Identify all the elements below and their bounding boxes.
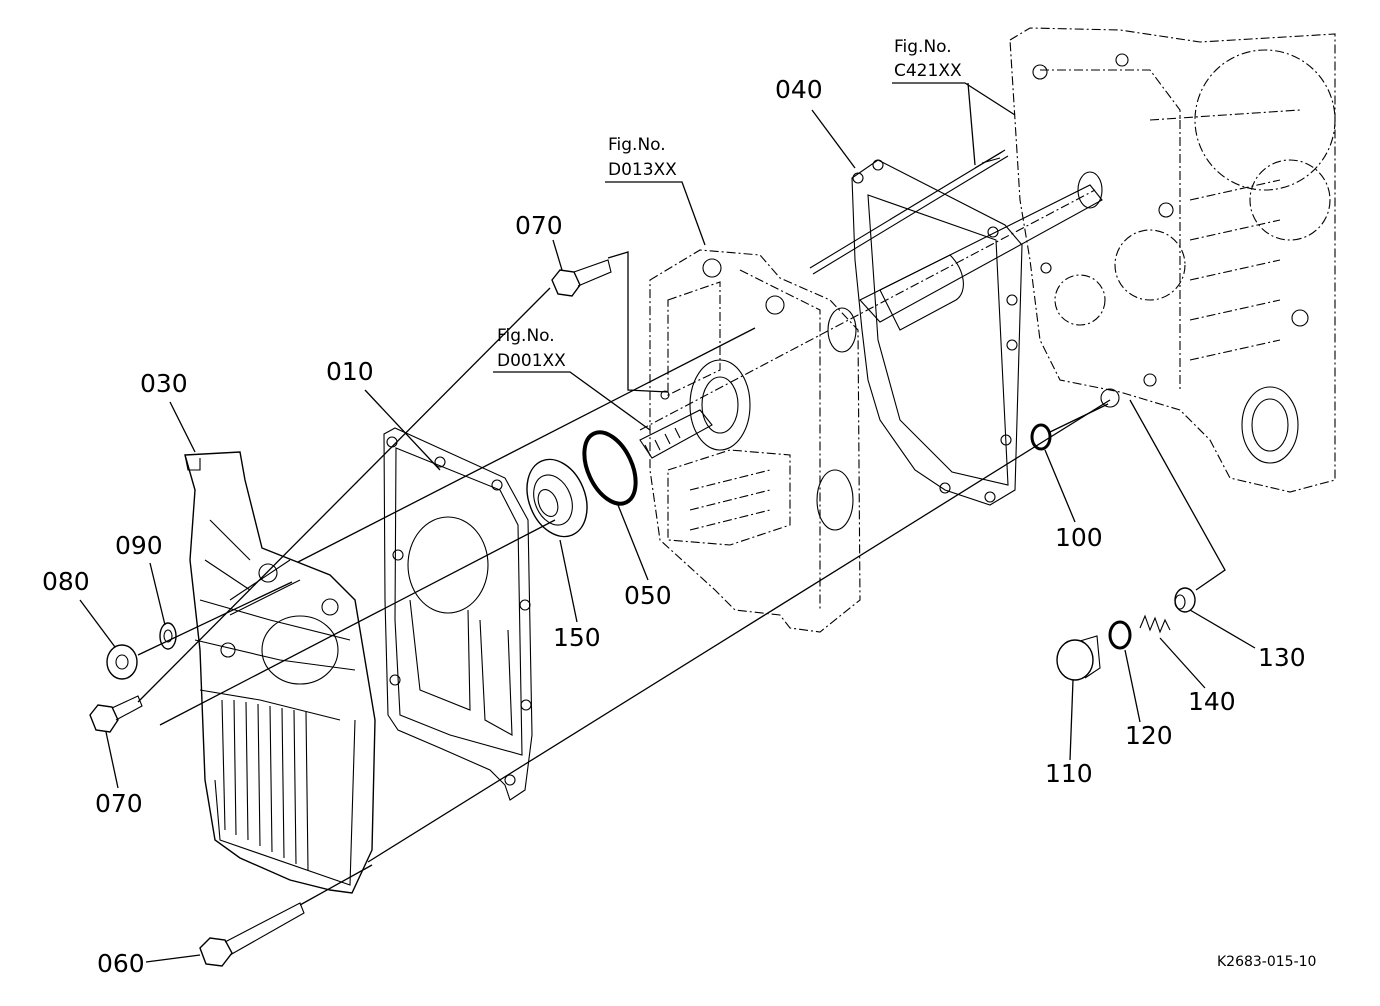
callout-080: 080: [42, 567, 116, 648]
callout-070-upper: 070: [515, 211, 563, 271]
callout-060: 060: [97, 949, 201, 978]
callout-010: 010: [326, 357, 441, 471]
callout-130: 130: [1189, 609, 1306, 672]
bolt-060: [199, 902, 305, 967]
callout-070-lower: 070: [95, 731, 143, 818]
nut-080: [106, 644, 138, 680]
cover-030: [184, 451, 376, 894]
part-number-label: 140: [1188, 687, 1236, 716]
assembly-lines: [137, 251, 1226, 906]
figref-code: D013XX: [608, 160, 677, 180]
ball-130: [1174, 587, 1196, 613]
part-number-label: 040: [775, 75, 823, 104]
figref-code: D001XX: [497, 351, 566, 371]
callout-140: 140: [1159, 637, 1236, 716]
part-number-label: 080: [42, 567, 90, 596]
callout-110: 110: [1045, 679, 1093, 788]
figref-d001xx: Fig.No. D001XX: [493, 326, 651, 431]
gasket-010: [383, 427, 533, 801]
spring-140: [1139, 614, 1171, 634]
callout-120: 120: [1124, 649, 1173, 750]
gasket-040: [851, 159, 1023, 506]
o-ring-120: [1108, 620, 1132, 650]
part-number-label: 070: [95, 789, 143, 818]
part-number-label: 030: [140, 369, 188, 398]
callout-040: 040: [775, 75, 856, 169]
part-number-label: 060: [97, 949, 145, 978]
figref-label: Fig.No.: [497, 326, 555, 346]
washer-090: [159, 622, 177, 650]
part-number-label: 110: [1045, 759, 1093, 788]
figref-label: Fig.No.: [894, 37, 952, 57]
callout-050: 050: [617, 504, 672, 610]
callout-030: 030: [140, 369, 196, 453]
callout-150: 150: [553, 539, 601, 652]
part-number-label: 100: [1055, 523, 1103, 552]
drawing-code: K2683-015-10: [1217, 954, 1316, 970]
bolt-070-upper: [551, 259, 612, 297]
rod-c421xx: [809, 149, 1009, 275]
part-number-label: 120: [1125, 721, 1173, 750]
figref-d013xx: Fig.No. D013XX: [605, 135, 706, 246]
part-number-label: 150: [553, 623, 601, 652]
part-number-label: 050: [624, 581, 672, 610]
bearing-150: [526, 458, 588, 538]
transmission-case: [1009, 27, 1336, 493]
bolt-070-lower: [89, 695, 143, 733]
plug-110: [1056, 635, 1101, 681]
part-number-label: 010: [326, 357, 374, 386]
o-ring-100: [1030, 423, 1052, 451]
callout-090: 090: [115, 531, 166, 626]
figref-code: C421XX: [894, 61, 962, 81]
housing-d013xx: [649, 249, 861, 633]
o-ring-050: [582, 430, 638, 506]
shaft-d001xx: [639, 409, 713, 459]
main-shaft: [639, 171, 1103, 431]
part-number-label: 090: [115, 531, 163, 560]
figref-label: Fig.No.: [608, 135, 666, 155]
figref-c421xx: Fig.No. C421XX: [892, 37, 1016, 166]
part-number-label: 070: [515, 211, 563, 240]
callout-100: 100: [1044, 449, 1103, 552]
part-number-label: 130: [1258, 643, 1306, 672]
